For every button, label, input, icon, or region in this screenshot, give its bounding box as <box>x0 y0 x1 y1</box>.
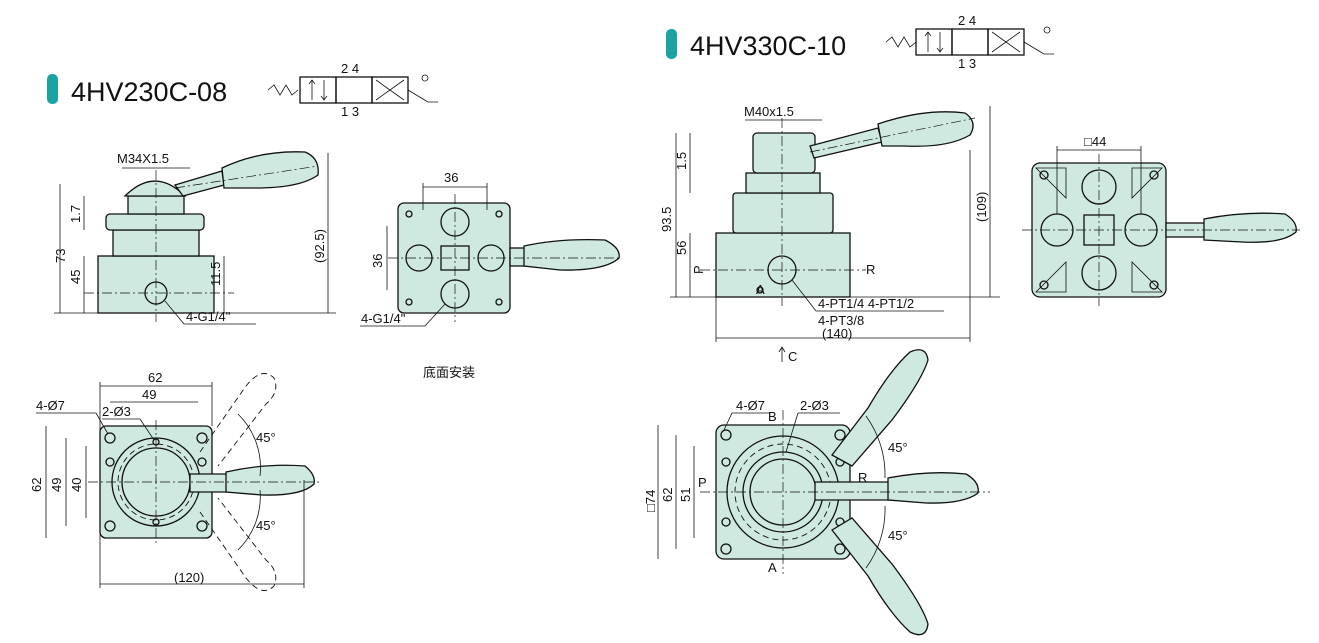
model-title-small: 4HV230C-08 <box>71 77 227 107</box>
dim-height-total: 93.5 <box>659 207 674 232</box>
small-side-view: M34X1.5 73 1.7 45 11.5 (92.5) 4-G1/4" <box>53 151 336 325</box>
angle-bottom: 45° <box>888 528 908 543</box>
dim-thread: M40x1.5 <box>744 104 794 119</box>
symbol-bottom-ports: 1 3 <box>341 104 359 119</box>
title-large-model: 4HV330C-10 <box>666 29 846 61</box>
dim-width-inner: 49 <box>142 387 156 402</box>
dim-width: 36 <box>444 170 458 185</box>
port-a-marker: A <box>756 282 765 297</box>
port-label: 4-G1/4" <box>361 311 406 326</box>
port-p-label: P <box>698 475 707 490</box>
large-bottom-view: □44 <box>1022 134 1300 306</box>
dim-height-top: 1.5 <box>674 152 689 170</box>
port-label: 4-G1/4" <box>186 309 231 324</box>
dim-height-total: 73 <box>53 249 68 263</box>
dim-height: 36 <box>370 254 385 268</box>
angle-top: 45° <box>888 440 908 455</box>
port-r-label: R <box>858 470 867 485</box>
dim-height-top: 1.7 <box>68 205 83 223</box>
title-accent-bar <box>666 29 677 59</box>
dim-overall: (109) <box>974 192 989 222</box>
dim-height-outer: 62 <box>29 478 44 492</box>
hole-label: 4-Ø7 <box>36 398 65 413</box>
caption-bottom-mounting: 底面安装 <box>423 365 475 381</box>
dim-thread: M34X1.5 <box>117 151 169 166</box>
port-label-1: 4-PT1/4 4-PT1/2 <box>818 296 914 311</box>
dim-size-outer: □74 <box>643 490 658 512</box>
dim-height-inner: 40 <box>69 478 84 492</box>
valve-symbol-small: 2 4 1 3 <box>267 61 438 119</box>
dim-size: □44 <box>1084 134 1106 149</box>
symbol-top-ports: 2 4 <box>341 61 359 76</box>
port-p-label: P <box>691 265 706 274</box>
dim-height-body: 56 <box>674 241 689 255</box>
model-title-large: 4HV330C-10 <box>690 31 846 61</box>
dim-size-inner: 51 <box>678 488 693 502</box>
port-r-label: R <box>866 262 875 277</box>
port-a-label: A <box>768 560 777 575</box>
view-c-label: C <box>788 349 797 364</box>
symbol-bottom-ports: 1 3 <box>958 56 976 71</box>
dim-size-mid: 62 <box>660 488 675 502</box>
large-top-view: □74 62 51 4-Ø7 B 2-Ø3 P R A 45° 45° <box>643 349 990 636</box>
dim-length: (120) <box>174 570 204 585</box>
valve-symbol-large: 2 4 1 3 <box>885 13 1054 71</box>
pin-label: 2-Ø3 <box>102 404 131 419</box>
dim-length: (140) <box>822 326 852 341</box>
dim-overall: (92.5) <box>312 229 327 263</box>
dim-height-body: 45 <box>68 270 83 284</box>
title-small-model: 4HV230C-08 <box>47 74 227 107</box>
large-side-view: A M40x1.5 93.5 1.5 56 (109) P R 4-PT1/4 … <box>659 104 1000 364</box>
angle-bottom: 45° <box>256 518 276 533</box>
title-accent-bar <box>47 74 58 104</box>
dim-port-height: 11.5 <box>208 262 223 286</box>
symbol-top-ports: 2 4 <box>958 13 976 28</box>
pin-label: 2-Ø3 <box>800 398 829 413</box>
hole-label: 4-Ø7 <box>736 398 765 413</box>
label-b: B <box>768 409 777 424</box>
dim-height-mid: 49 <box>49 478 64 492</box>
port-label-2: 4-PT3/8 <box>818 313 864 328</box>
dim-width-outer: 62 <box>148 370 162 385</box>
angle-top: 45° <box>256 430 276 445</box>
small-bottom-view: 36 36 4-G1/4" 底面安装 <box>360 170 622 381</box>
small-top-view: 62 49 4-Ø7 2-Ø3 62 49 40 45° 45° (120) <box>29 370 322 591</box>
